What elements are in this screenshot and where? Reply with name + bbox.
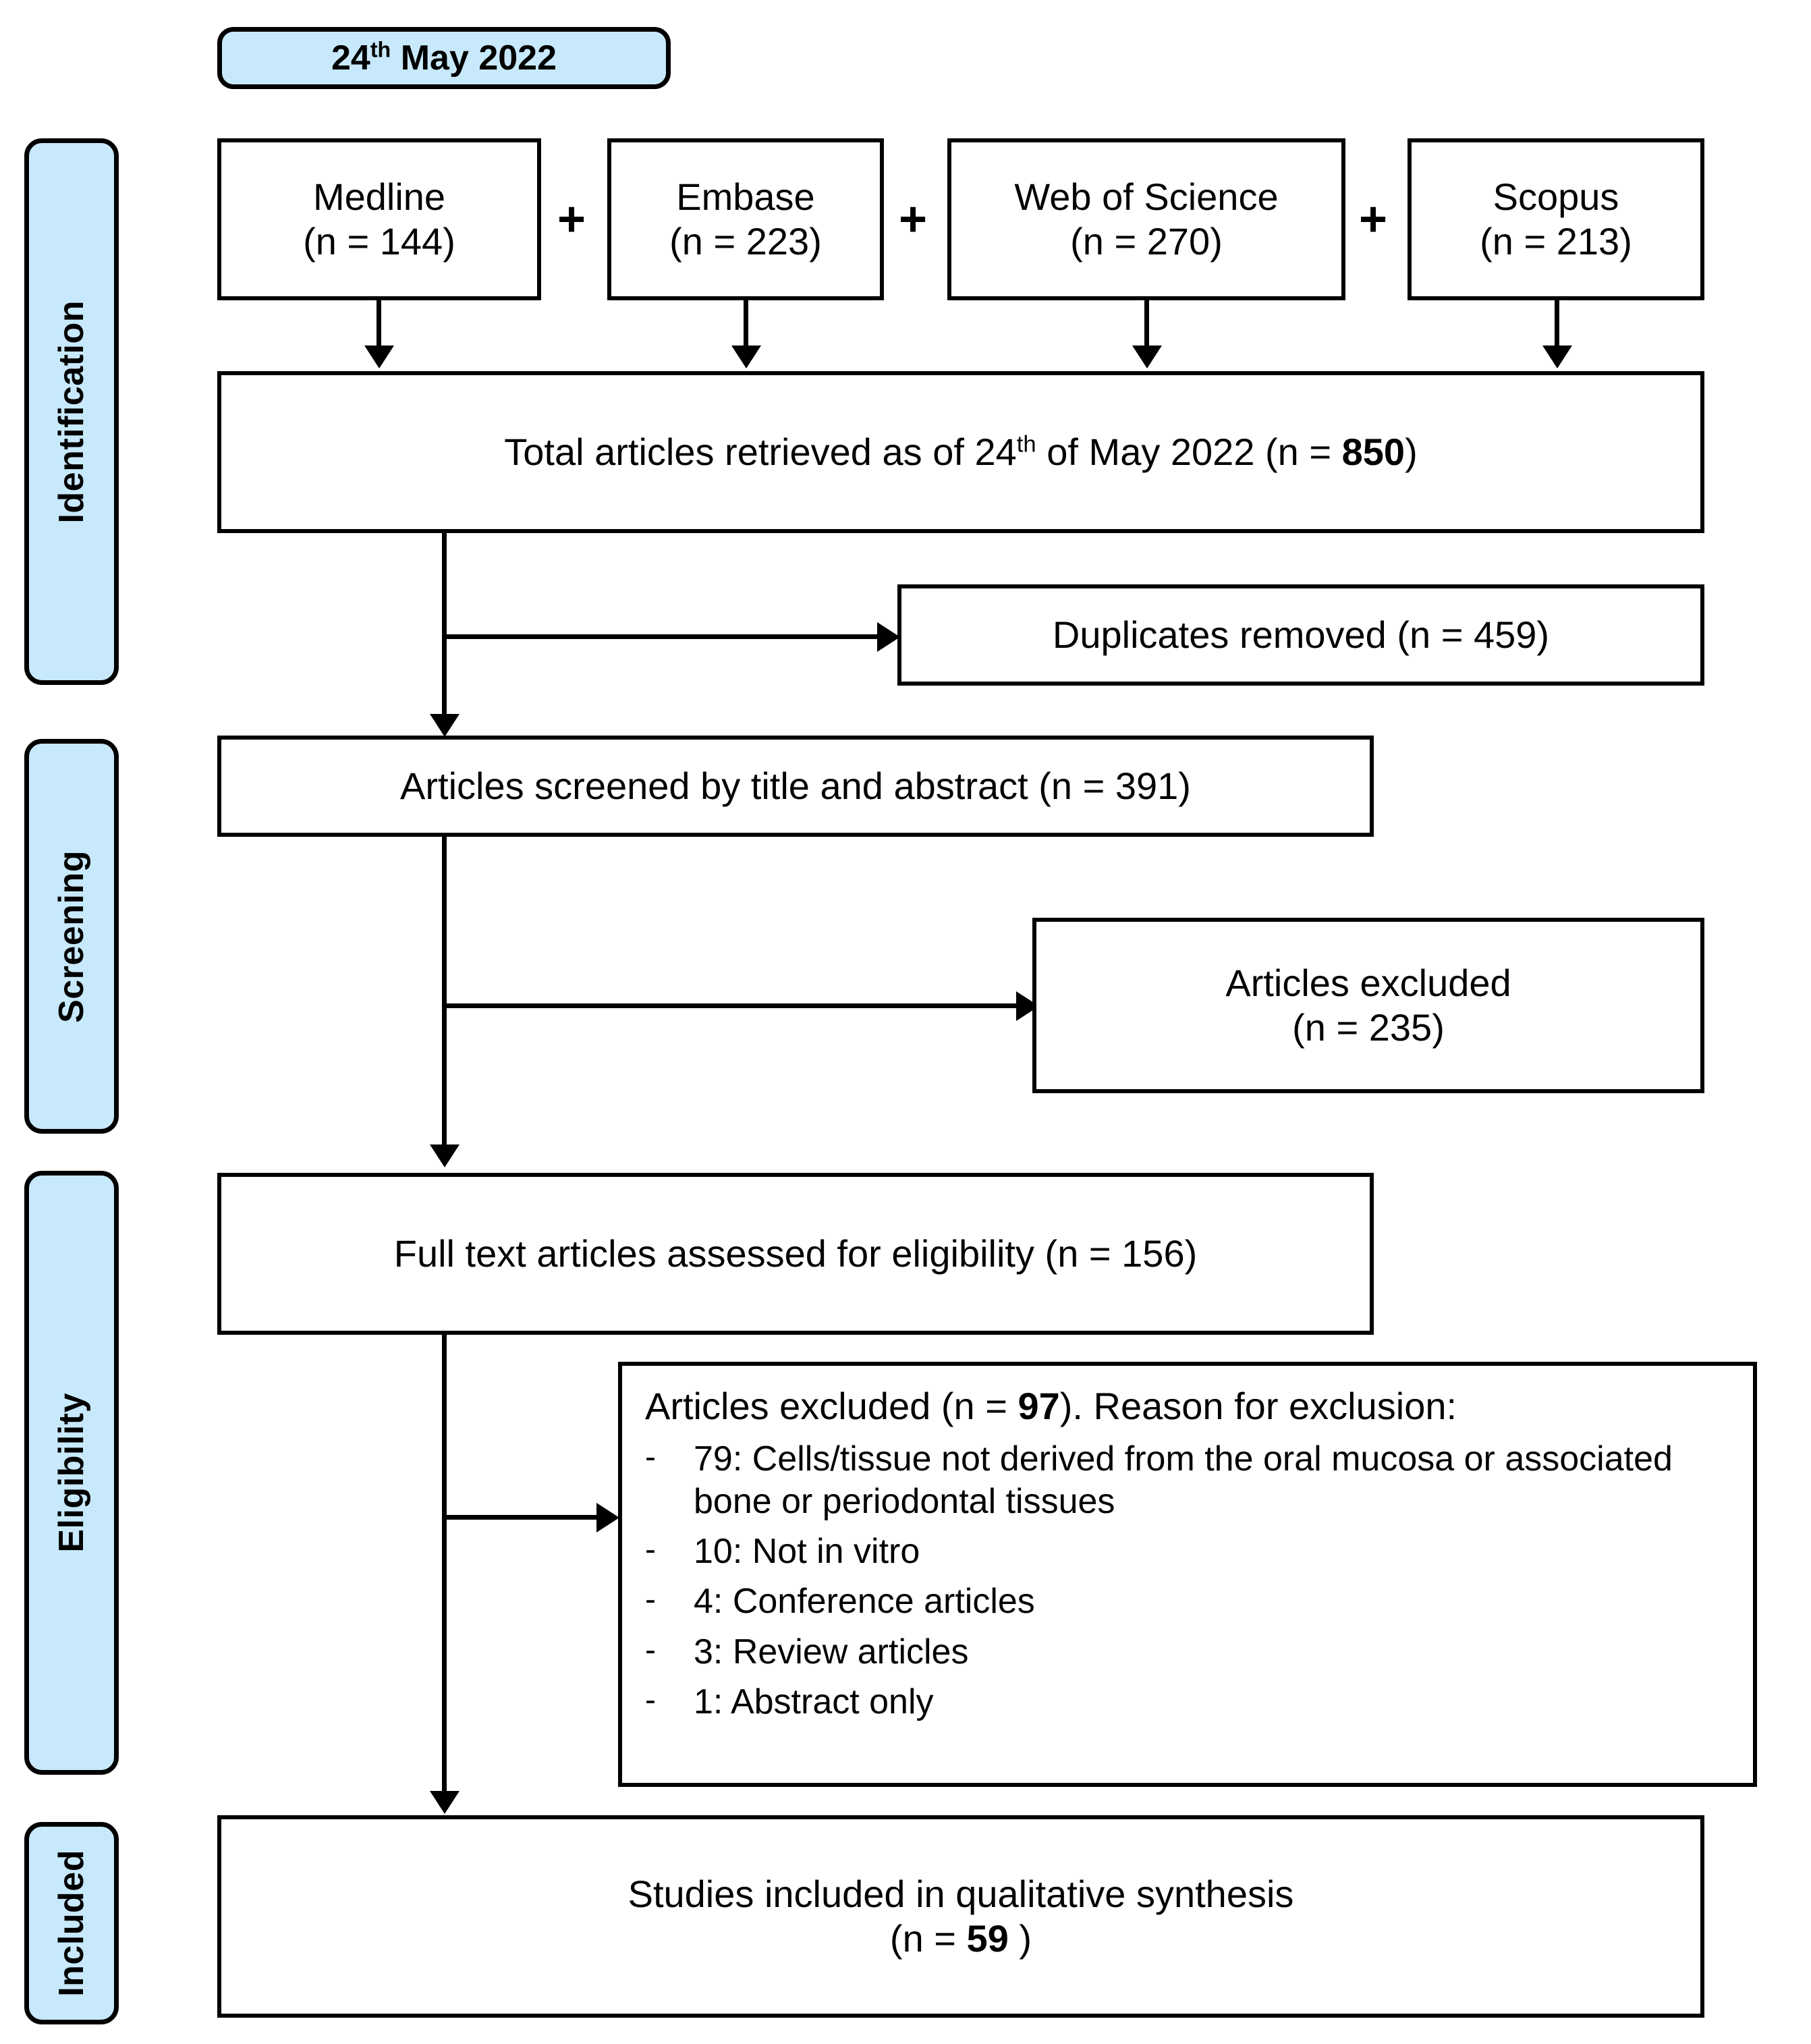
full-text-assessed-box: Full text articles assessed for eligibil…	[217, 1173, 1374, 1335]
phase-bar-included: Included	[24, 1822, 119, 2024]
arrowhead-wos	[1132, 346, 1162, 368]
total-middle: of May 2022 (n =	[1036, 430, 1342, 473]
connector-scopus-to-total	[1555, 300, 1559, 348]
exclusion-reasons-box: Articles excluded (n = 97). Reason for e…	[618, 1362, 1757, 1787]
included-count-value: 59	[966, 1917, 1009, 1960]
connector-total-down	[442, 533, 447, 723]
plus-glyph: +	[1358, 192, 1388, 246]
bullet-dash-icon: -	[645, 1531, 656, 1568]
connector-screened-to-excluded	[442, 1003, 1020, 1008]
phase-label-eligibility: Eligibility	[52, 1393, 91, 1553]
arrowhead-medline	[364, 346, 394, 368]
total-articles-box: Total articles retrieved as of 24th of M…	[217, 371, 1704, 533]
connector-screened-down	[442, 837, 447, 1154]
exclusion-reason-text: 4: Conference articles	[694, 1582, 1035, 1622]
plus-glyph: +	[557, 192, 586, 246]
source-name-embase: Embase	[676, 175, 815, 218]
bullet-dash-icon: -	[645, 1632, 656, 1668]
connector-fulltext-to-exclusions	[442, 1515, 598, 1520]
source-box-scopus: Scopus (n = 213)	[1408, 138, 1704, 300]
articles-screened-box: Articles screened by title and abstract …	[217, 736, 1374, 837]
arrowhead-total-to-screened	[430, 714, 459, 737]
articles-excluded-screening-count: (n = 235)	[1292, 1006, 1445, 1049]
connector-embase-to-total	[744, 300, 748, 348]
duplicates-removed-box: Duplicates removed (n = 459)	[897, 584, 1704, 686]
duplicates-removed-label: Duplicates removed (n = 459)	[1052, 613, 1550, 656]
articles-excluded-screening-title: Articles excluded	[1225, 961, 1511, 1004]
exclusion-reason-item: - 3: Review articles	[645, 1631, 1733, 1673]
total-suffix: )	[1405, 430, 1418, 473]
arrowhead-excluded-eligibility	[596, 1503, 619, 1532]
phase-label-screening: Screening	[52, 850, 91, 1023]
plus-operator-2: +	[889, 192, 937, 246]
exclusion-title-prefix: Articles excluded (n =	[645, 1385, 1018, 1427]
source-count-web-of-science: (n = 270)	[1070, 220, 1223, 263]
source-count-medline: (n = 144)	[303, 220, 455, 263]
plus-operator-1: +	[548, 192, 595, 246]
bullet-dash-icon: -	[645, 1582, 656, 1618]
source-count-scopus: (n = 213)	[1480, 220, 1632, 263]
source-box-web-of-science: Web of Science (n = 270)	[947, 138, 1345, 300]
full-text-assessed-label: Full text articles assessed for eligibil…	[393, 1232, 1198, 1275]
arrowhead-fulltext-to-included	[430, 1791, 459, 1814]
exclusion-reason-text: 79: Cells/tissue not derived from the or…	[694, 1439, 1673, 1521]
connector-fulltext-down	[442, 1335, 447, 1800]
phase-bar-eligibility: Eligibility	[24, 1171, 119, 1775]
total-prefix: Total articles retrieved as of 24	[504, 430, 1017, 473]
connector-total-to-duplicates	[442, 634, 881, 639]
source-box-embase: Embase (n = 223)	[607, 138, 884, 300]
total-ordinal-suffix: th	[1016, 431, 1036, 458]
exclusion-title-suffix: ). Reason for exclusion:	[1059, 1385, 1457, 1427]
articles-screened-label: Articles screened by title and abstract …	[400, 764, 1191, 807]
phase-label-identification: Identification	[52, 300, 91, 524]
exclusion-reason-item: - 4: Conference articles	[645, 1580, 1733, 1622]
studies-included-count: (n = 59 )	[628, 1916, 1294, 1961]
connector-medline-to-total	[377, 300, 381, 348]
arrowhead-scopus	[1542, 346, 1572, 368]
exclusion-reason-item: - 1: Abstract only	[645, 1681, 1733, 1723]
exclusion-reason-item: - 10: Not in vitro	[645, 1530, 1733, 1572]
included-count-prefix: (n =	[889, 1917, 967, 1960]
source-box-medline: Medline (n = 144)	[217, 138, 541, 300]
plus-operator-3: +	[1349, 192, 1397, 246]
exclusion-reason-text: 1: Abstract only	[694, 1682, 934, 1722]
connector-wos-to-total	[1144, 300, 1149, 348]
arrowhead-embase	[731, 346, 761, 368]
phase-label-included: Included	[52, 1850, 91, 1997]
bullet-dash-icon: -	[645, 1439, 656, 1476]
total-articles-label: Total articles retrieved as of 24th of M…	[504, 430, 1417, 474]
exclusion-title-count: 97	[1018, 1385, 1060, 1427]
studies-included-title: Studies included in qualitative synthesi…	[628, 1872, 1294, 1915]
exclusion-reasons-title: Articles excluded (n = 97). Reason for e…	[645, 1383, 1733, 1429]
exclusion-reason-text: 3: Review articles	[694, 1632, 969, 1672]
phase-bar-screening: Screening	[24, 739, 119, 1134]
arrowhead-duplicates	[877, 622, 900, 652]
exclusion-reason-item: - 79: Cells/tissue not derived from the …	[645, 1438, 1733, 1522]
articles-excluded-screening-box: Articles excluded (n = 235)	[1032, 918, 1704, 1093]
plus-glyph: +	[898, 192, 928, 246]
search-date-label: 24th May 2022	[331, 37, 557, 78]
source-name-scopus: Scopus	[1493, 175, 1619, 218]
exclusion-reason-text: 10: Not in vitro	[694, 1531, 920, 1571]
bullet-dash-icon: -	[645, 1682, 656, 1719]
search-date-badge: 24th May 2022	[217, 27, 671, 89]
source-count-embase: (n = 223)	[669, 220, 822, 263]
phase-bar-identification: Identification	[24, 138, 119, 685]
studies-included-box: Studies included in qualitative synthesi…	[217, 1815, 1704, 2018]
total-count: 850	[1341, 430, 1405, 473]
included-count-suffix: )	[1008, 1917, 1032, 1960]
arrowhead-screened-to-fulltext	[430, 1144, 459, 1167]
source-name-medline: Medline	[312, 175, 446, 218]
source-name-web-of-science: Web of Science	[1014, 175, 1279, 218]
